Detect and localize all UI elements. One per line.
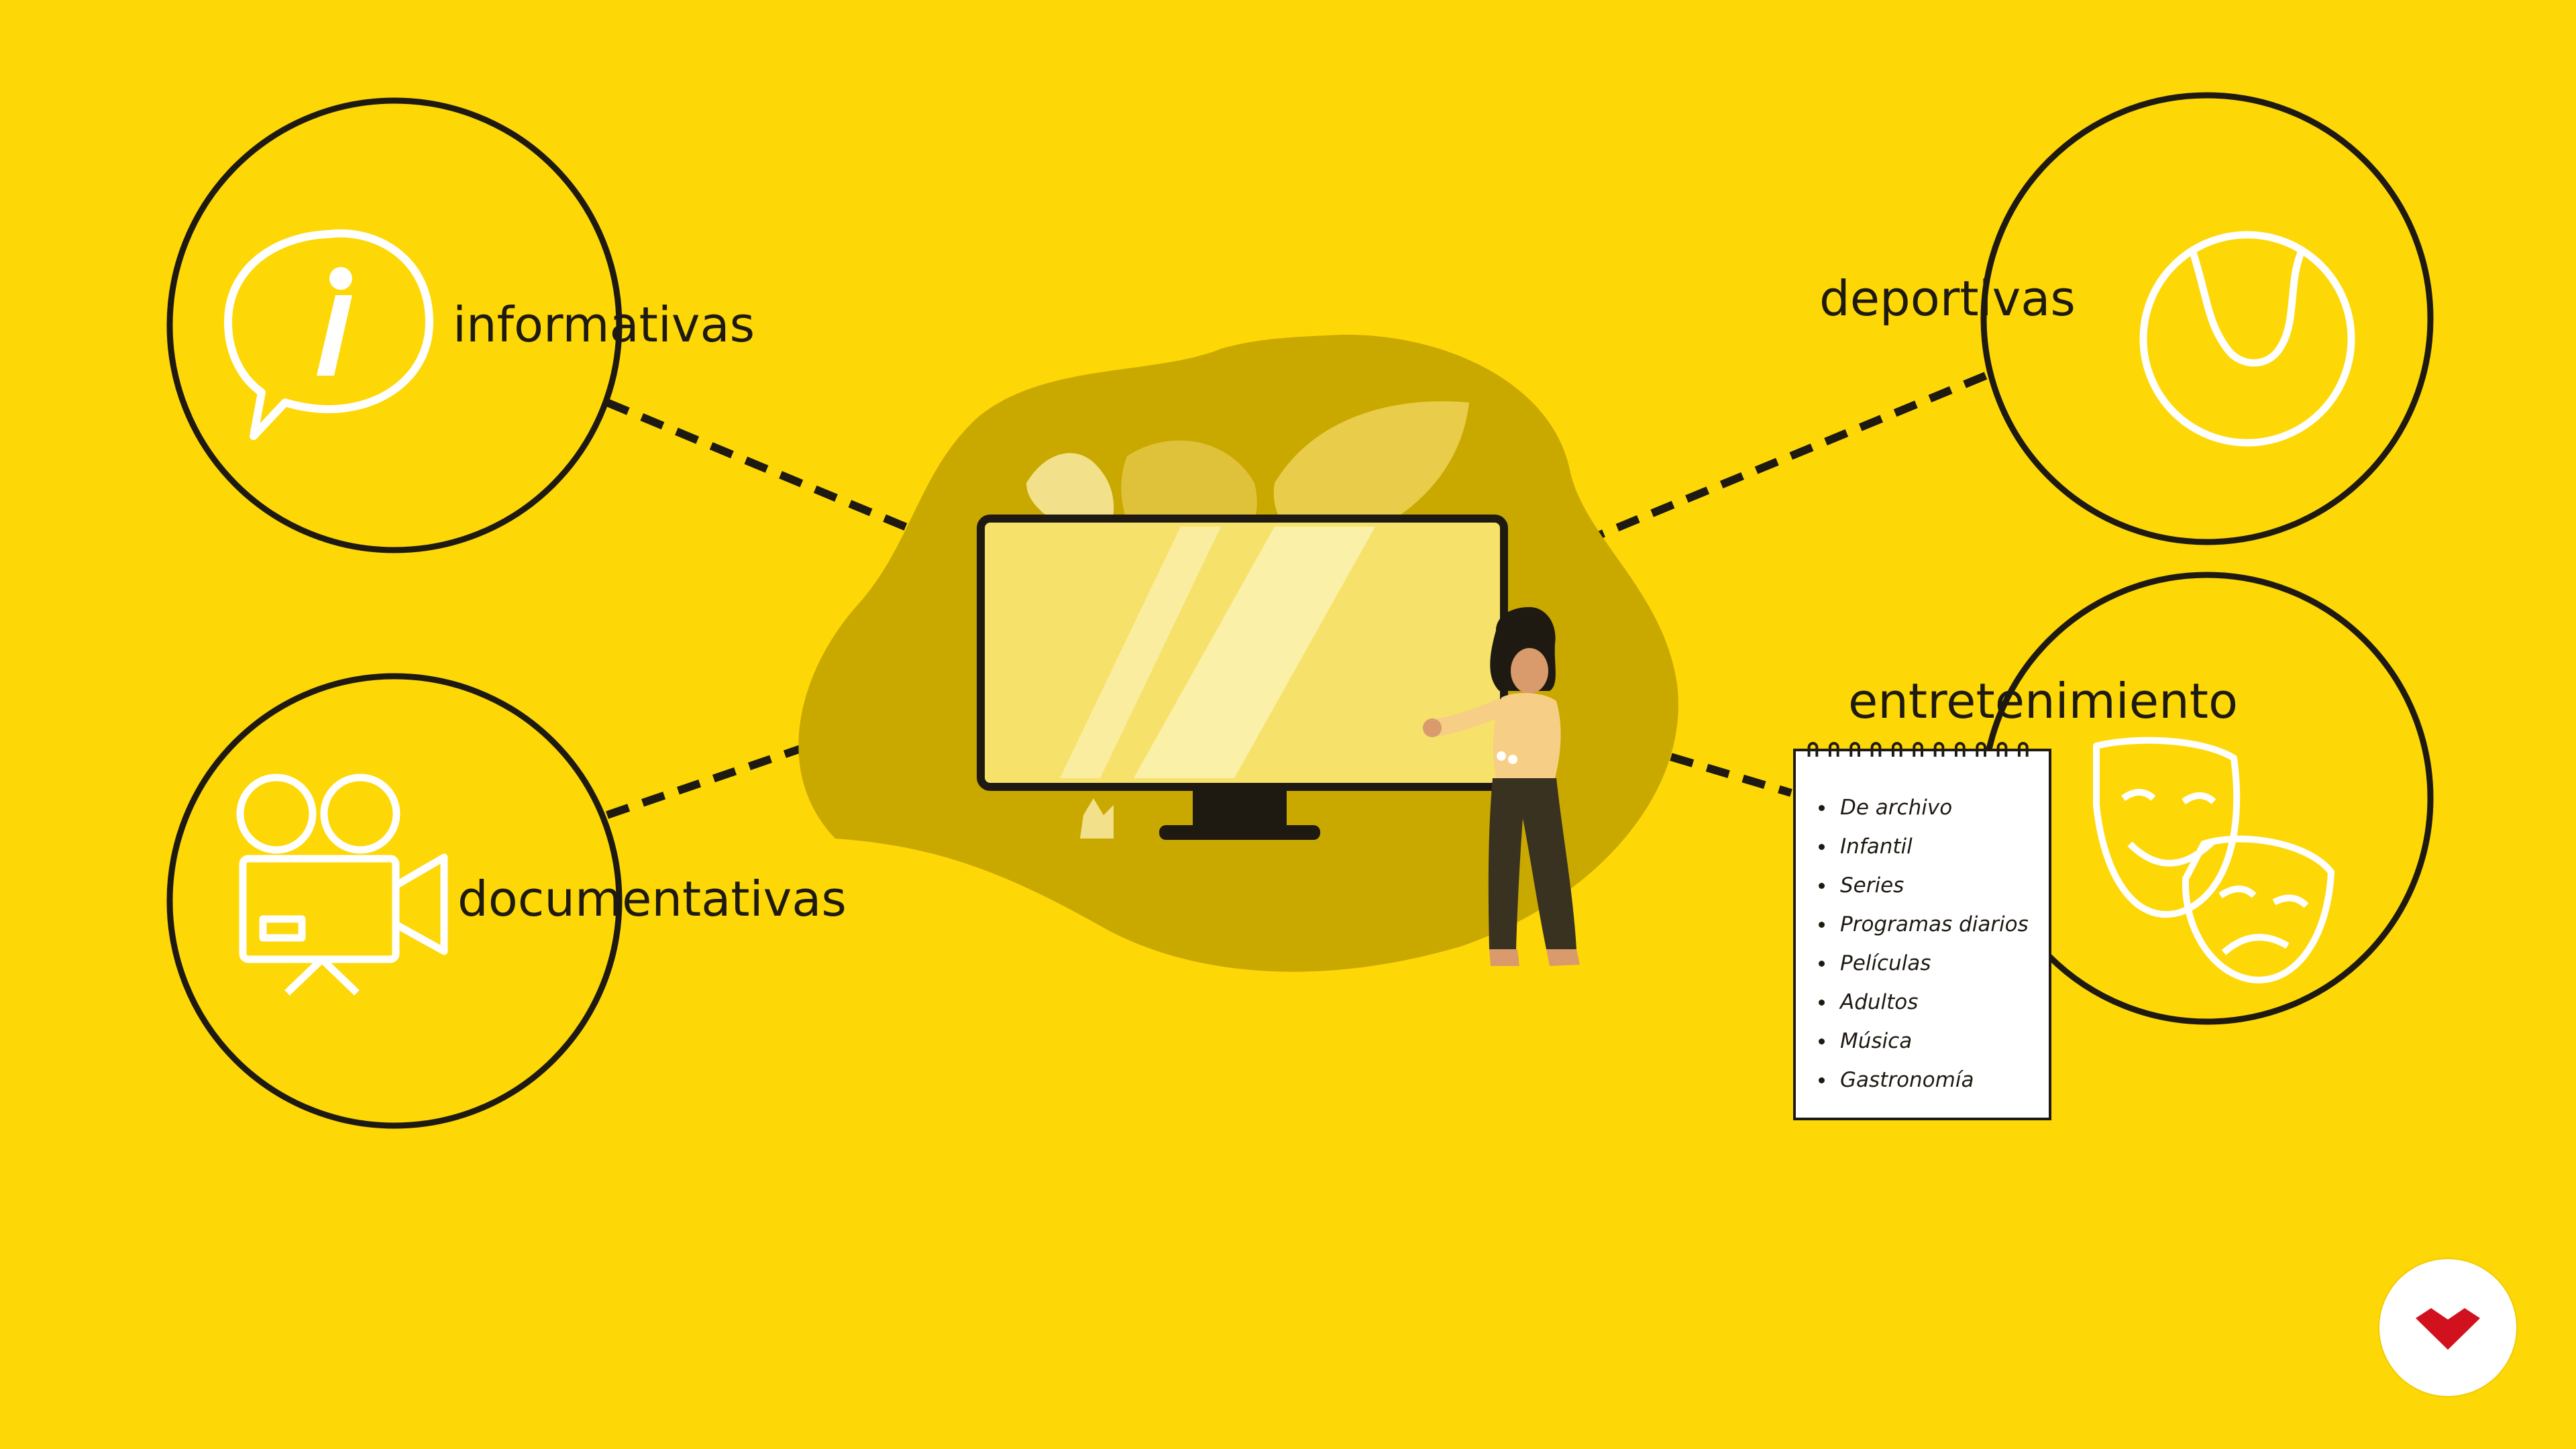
- tennis-ball-icon: [2139, 231, 2355, 447]
- label-entretenimiento: entretenimiento: [1848, 673, 2238, 729]
- list-item: Programas diarios: [1819, 912, 2029, 951]
- movie-camera-icon: [236, 773, 448, 996]
- list-item: De archivo: [1819, 796, 2029, 835]
- brand-logo-icon: [2416, 1308, 2480, 1350]
- entertainment-notepad: De archivo Infantil Series Programas dia…: [1793, 742, 2051, 1120]
- label-documentativas: documentativas: [458, 871, 847, 927]
- circle-documentativas: [166, 673, 623, 1129]
- list-item: Infantil: [1819, 835, 2029, 873]
- theater-masks-icon: [2093, 737, 2334, 983]
- list-item: Gastronomía: [1819, 1068, 2029, 1107]
- list-item: Música: [1819, 1029, 2029, 1068]
- notepad-spiral: [1807, 742, 2029, 757]
- list-item: Adultos: [1819, 990, 2029, 1029]
- monitor-screen-icon: [977, 515, 1508, 840]
- entertainment-list: De archivo Infantil Series Programas dia…: [1819, 796, 2029, 1107]
- presenting-woman: [1423, 607, 1580, 966]
- label-deportivas: deportivas: [1819, 270, 2076, 327]
- list-item: Películas: [1819, 951, 2029, 990]
- info-speech-bubble-icon: [224, 229, 433, 440]
- circle-deportivas: [1980, 92, 2434, 545]
- brand-logo-badge: [2379, 1259, 2516, 1396]
- circle-informativas: [166, 97, 623, 553]
- connector-informativas: [605, 398, 971, 557]
- list-item: Series: [1819, 873, 2029, 912]
- label-informativas: informativas: [453, 297, 755, 353]
